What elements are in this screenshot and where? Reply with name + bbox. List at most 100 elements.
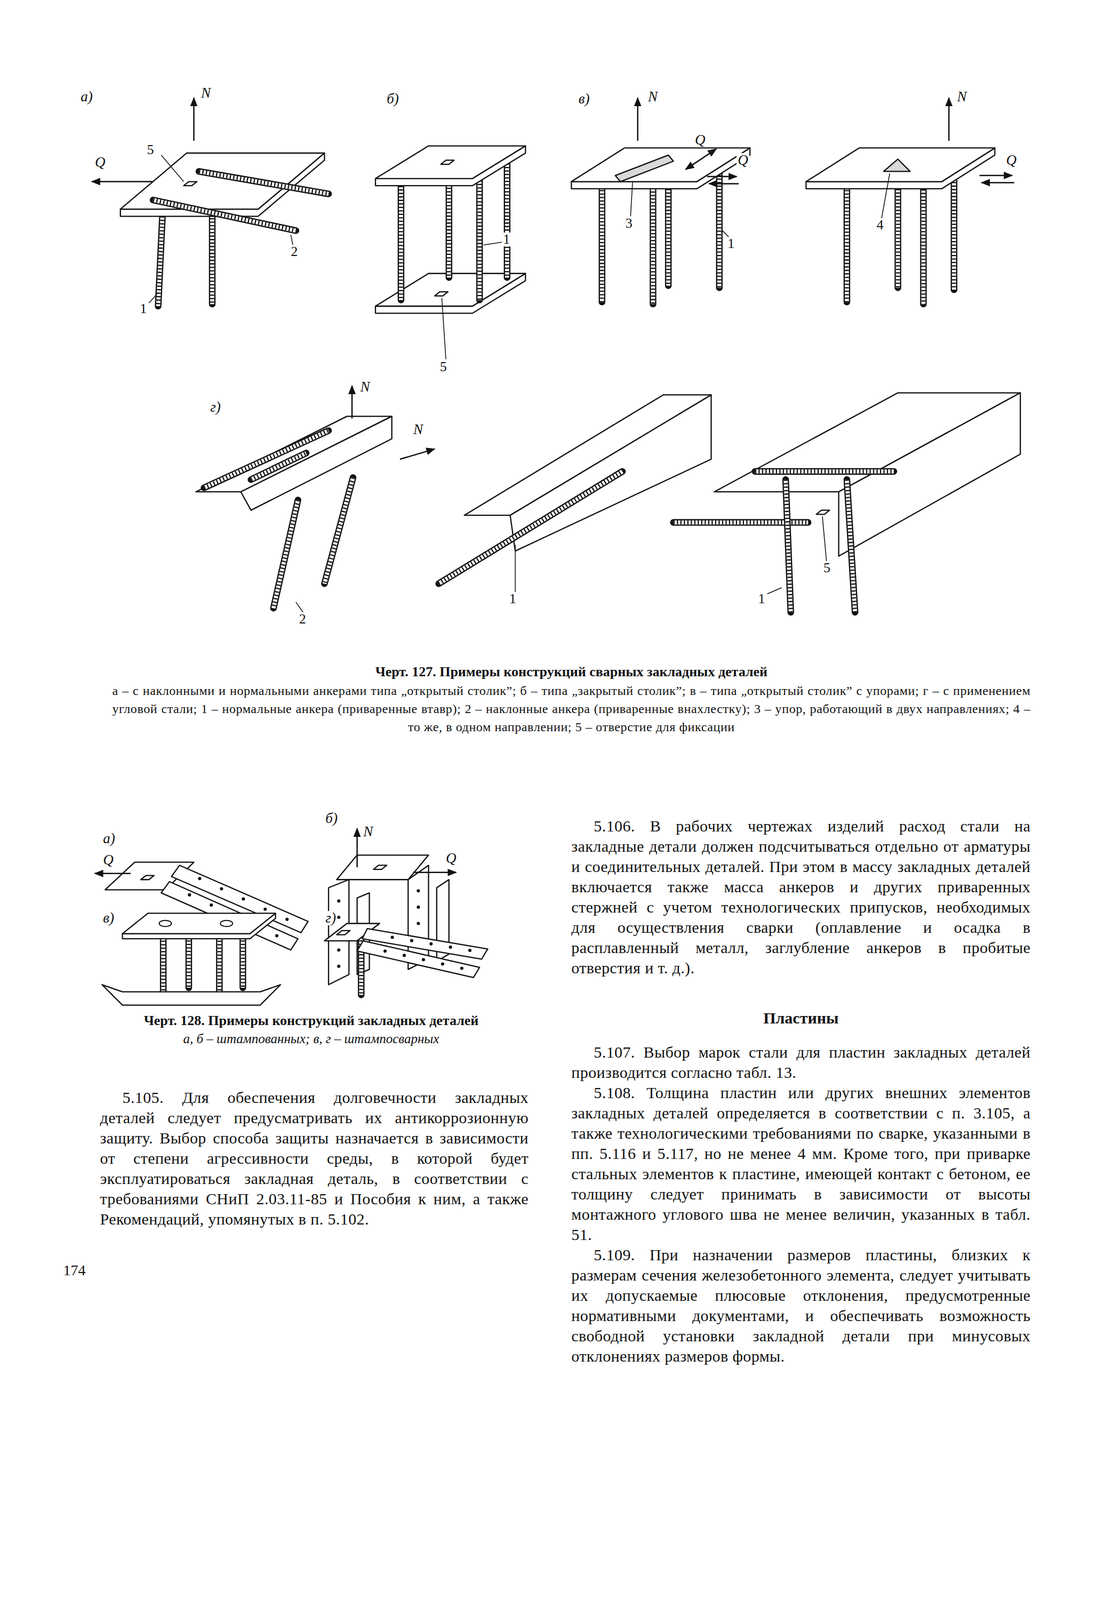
steel-plate [122, 913, 276, 934]
subfigure-letter: в) [101, 910, 116, 926]
weld-point [337, 964, 341, 968]
callout-number: 1 [757, 592, 767, 606]
body-paragraph: 5.106. В рабочих чертежах изделий расход… [571, 816, 1031, 979]
plate-edge [122, 913, 276, 939]
force-arrow [685, 148, 717, 170]
force-arrow [948, 98, 950, 141]
weld-point [275, 933, 279, 938]
plate-edge [571, 147, 750, 189]
weld-point [197, 876, 202, 880]
anchor-rod [601, 179, 603, 303]
anchor-rod [652, 177, 654, 304]
weld-point [416, 905, 420, 909]
force-label: N [362, 824, 374, 839]
force-arrow [636, 98, 638, 141]
washer [220, 920, 233, 927]
leader-line [148, 293, 157, 303]
leader-line [441, 298, 446, 360]
force-label: N [646, 89, 659, 104]
force-arrow [94, 873, 131, 875]
weld-point [209, 903, 213, 907]
weld-point [441, 962, 445, 966]
fixing-hole [336, 930, 350, 935]
callout-number: 1 [508, 592, 518, 606]
force-label: N [412, 422, 424, 437]
fixing-hole [373, 865, 387, 870]
bent-plate [101, 984, 281, 1005]
body-paragraph: 5.105. Для обеспечения долговечности зак… [99, 1087, 529, 1230]
weld-point [241, 897, 245, 901]
figure-legend-text: а – с наклонными и нормальными анкерами … [112, 681, 1031, 736]
body-paragraph: 5.109. При назначении размеров пластины,… [571, 1244, 1031, 1367]
leader-line [767, 587, 782, 594]
anchor-rod [251, 452, 307, 480]
subfigure-letter: г) [209, 400, 222, 415]
weld-point [390, 935, 395, 939]
text-column: 5.106. В рабочих чертежах изделий расход… [571, 816, 1031, 1367]
weld-point [468, 948, 472, 952]
force-arrow [351, 385, 353, 419]
anchor-rod [204, 430, 329, 488]
force-arrow [981, 181, 1014, 183]
leader-line [290, 234, 293, 245]
leader-line [881, 173, 890, 219]
force-arrow [413, 872, 456, 874]
page-number: 174 [63, 1262, 86, 1278]
washer [158, 920, 172, 927]
callout-number: 5 [438, 360, 448, 374]
weld-point [337, 948, 341, 952]
figure-caption: Черт. 127. Примеры конструкций сварных з… [112, 663, 1031, 681]
weld-point [383, 949, 387, 953]
callout-number: 5 [146, 142, 156, 157]
leader-line [514, 545, 516, 592]
anchor-rod [273, 500, 299, 609]
leader-line [161, 155, 184, 182]
force-label: Q [1004, 153, 1018, 168]
callout-number: 1 [138, 301, 148, 316]
force-label: Q [93, 155, 107, 170]
subfigure-letter: б) [324, 811, 339, 826]
weld-point [219, 886, 223, 891]
anchor-rod [198, 171, 329, 194]
weld-point [449, 945, 453, 949]
angle-steel [510, 394, 712, 551]
callout-number: 2 [289, 244, 299, 259]
force-arrow [91, 180, 154, 182]
callout-number: 1 [501, 232, 511, 247]
force-label: Q [444, 851, 458, 866]
anchor-rod [324, 477, 354, 584]
force-label: Q [101, 852, 115, 868]
force-arrow [193, 98, 195, 141]
section-heading: Пластины [571, 1008, 1031, 1029]
weld-point [402, 953, 406, 957]
force-arrow [707, 176, 737, 178]
leader-line [822, 516, 827, 562]
text-column: 5.105. Для обеспечения долговечности зак… [99, 1087, 529, 1230]
force-arrow [356, 828, 358, 868]
callout-number: 1 [726, 236, 736, 251]
force-label: Q [693, 132, 707, 148]
stop-block [883, 158, 911, 172]
weld-point [187, 893, 191, 897]
anchor-rod [755, 470, 894, 472]
anchor-rod [400, 175, 402, 300]
steel-plate [571, 147, 750, 182]
leader-line [483, 241, 504, 245]
force-arrow [400, 449, 435, 460]
subfigure-letter: г) [324, 910, 338, 926]
figure-legend-text: а, б – штампованных; в, г – штампосварны… [97, 1030, 526, 1048]
anchor-rod [162, 933, 164, 996]
callout-number: 4 [875, 218, 885, 232]
callout-number: 5 [822, 561, 832, 575]
weld-point [429, 942, 433, 946]
plate-edge [375, 146, 526, 187]
anchor-rod [478, 173, 480, 300]
weld-point [460, 966, 464, 970]
fixing-hole [183, 181, 197, 187]
callout-number: 3 [624, 216, 634, 231]
weld-point [421, 957, 426, 962]
callout-number: 2 [298, 612, 308, 627]
force-label: Q [736, 153, 750, 168]
